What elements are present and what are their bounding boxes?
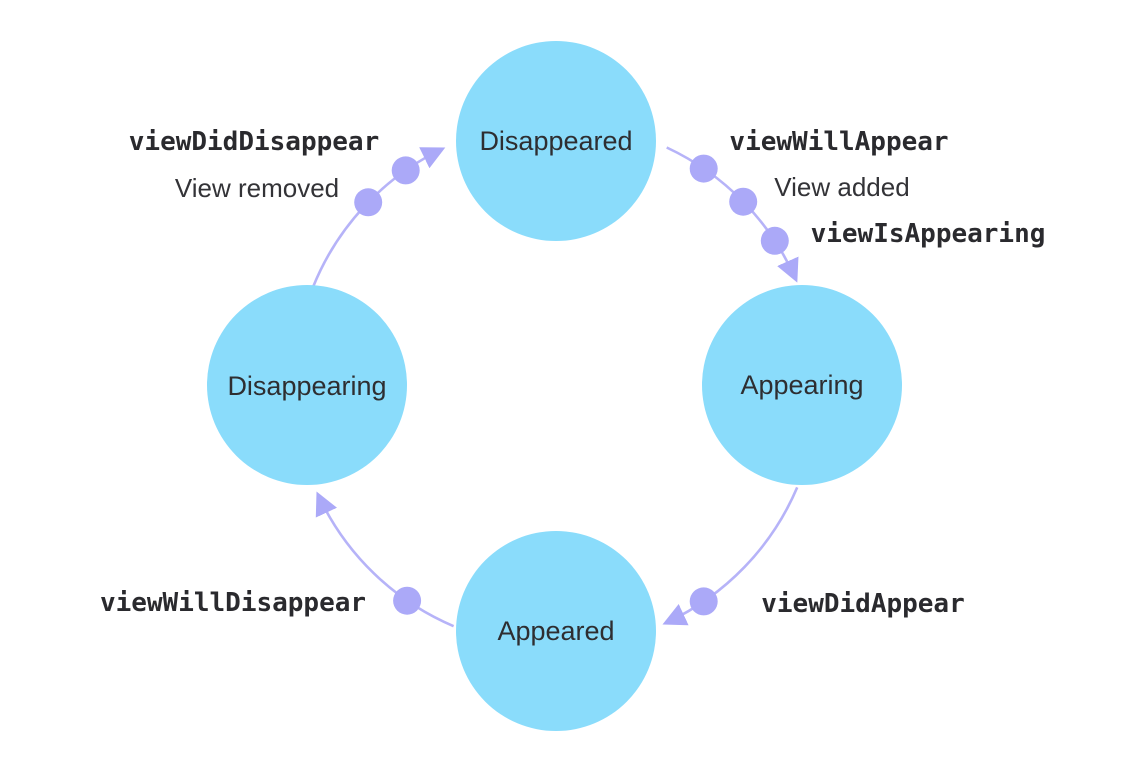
state-node-disappeared — [456, 41, 656, 241]
state-label-appearing: Appearing — [740, 370, 863, 400]
state-node-appeared — [456, 531, 656, 731]
state-label-disappeared: Disappeared — [479, 126, 632, 156]
transition-arc-disappearing-to-disappeared — [311, 147, 446, 288]
state-label-appeared: Appeared — [497, 616, 614, 646]
method-dot-view-did-appear — [689, 587, 718, 616]
method-label-view-is-appearing: viewIsAppearing — [811, 219, 1046, 249]
method-dot-view-will-appear — [689, 154, 718, 183]
state-node-disappearing — [207, 285, 407, 485]
state-node-appearing — [702, 285, 902, 485]
transition-arc-disappeared-to-appearing — [666, 146, 799, 283]
state-label-disappearing: Disappearing — [227, 371, 386, 401]
method-dot-view-removed — [354, 188, 383, 217]
annotation-view-added: View added — [774, 172, 909, 202]
method-dot-view-is-appearing — [760, 226, 789, 255]
method-dot-view-will-disappear — [393, 586, 422, 615]
transition-arc-appeared-to-disappearing — [315, 491, 455, 628]
method-label-view-will-appear: viewWillAppear — [729, 127, 948, 157]
method-label-view-will-disappear: viewWillDisappear — [100, 588, 366, 618]
method-label-view-did-disappear: viewDidDisappear — [129, 127, 379, 157]
method-label-view-did-appear: viewDidAppear — [761, 589, 965, 619]
transition-arc-appearing-to-appeared — [662, 486, 799, 626]
method-dot-view-added — [729, 187, 758, 216]
annotation-view-removed: View removed — [175, 173, 339, 203]
method-dot-view-did-disappear — [391, 156, 420, 185]
